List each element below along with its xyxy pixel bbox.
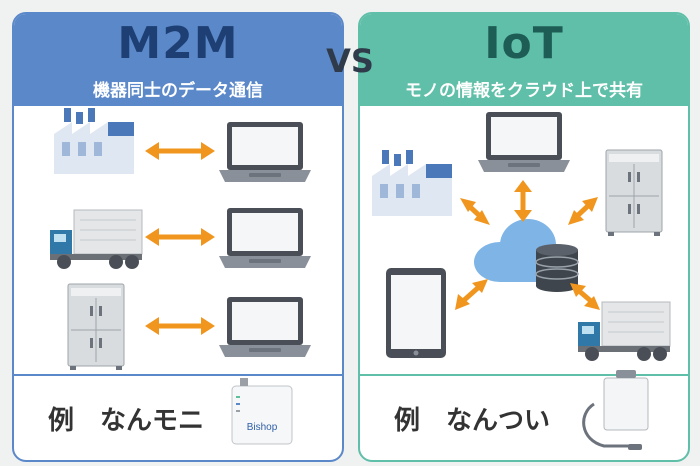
sensor-device-icon xyxy=(582,370,649,450)
m2m-example-bar: 例 なんモニ xyxy=(14,374,342,460)
vs-label: VS xyxy=(326,42,374,80)
refrigerator-icon xyxy=(605,149,663,237)
iot-example-text: なんつい xyxy=(446,406,551,436)
monitor-device-icon: Bishop xyxy=(231,378,293,445)
iot-header: IoT モノの情報をクラウド上で共有 xyxy=(360,14,688,106)
m2m-header: M2M 機器同士のデータ通信 xyxy=(14,14,342,106)
double-arrow-icon xyxy=(145,142,215,160)
truck-icon xyxy=(49,209,143,270)
refrigerator-icon xyxy=(67,283,125,371)
iot-arrows xyxy=(455,180,600,310)
factory-icon xyxy=(54,108,134,174)
truck-icon xyxy=(577,301,671,362)
m2m-example-text: なんモニ xyxy=(100,406,205,436)
iot-subtitle: モノの情報をクラウド上で共有 xyxy=(405,81,643,101)
factory-icon xyxy=(372,150,452,216)
m2m-example-label: 例 xyxy=(48,406,75,436)
laptop-icon xyxy=(219,122,311,182)
laptop-icon xyxy=(219,208,311,268)
m2m-title: M2M xyxy=(117,18,239,69)
double-arrow-icon xyxy=(145,228,215,246)
laptop-icon xyxy=(219,297,311,357)
iot-example: 例 なんつい xyxy=(394,400,550,437)
double-arrow-icon xyxy=(145,317,215,335)
m2m-example: 例 なんモニ xyxy=(48,400,204,437)
database-icon xyxy=(535,244,579,292)
tablet-icon xyxy=(386,268,446,358)
iot-title: IoT xyxy=(484,18,564,69)
device-brand-label: Bishop xyxy=(247,422,278,433)
iot-example-bar: 例 なんつい xyxy=(360,374,688,460)
m2m-subtitle: 機器同士のデータ通信 xyxy=(93,81,263,101)
laptop-icon xyxy=(478,112,570,172)
iot-example-label: 例 xyxy=(394,406,421,436)
